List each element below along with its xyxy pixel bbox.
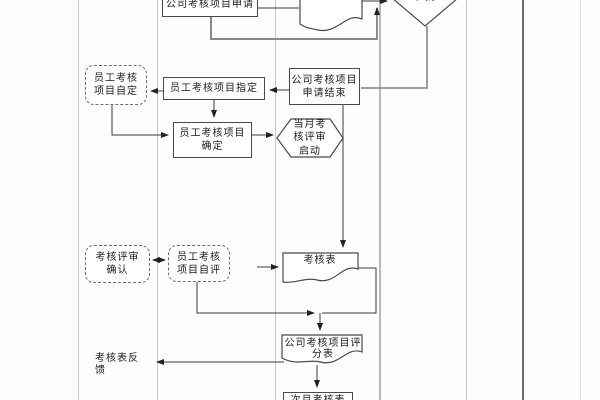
node-assessment-form-label: 考核表: [303, 254, 337, 266]
connector-apply-feedback-loop: [210, 7, 380, 40]
node-month-review-start-label: 当月考 核评审 启动: [293, 118, 327, 157]
connector-self-define-to-confirm: [111, 105, 169, 138]
document-shape-top: [299, 0, 363, 31]
assessment-form-document-shape: [282, 252, 359, 283]
node-confirm: 员工考核项目 确定: [173, 122, 252, 158]
node-self-eval: 员工考核 项目自评: [168, 245, 230, 282]
node-feedback-label: 考核表反 馈: [95, 353, 139, 376]
approve-diamond-shape: [393, 0, 457, 27]
swimlane-lines: [78, 0, 581, 400]
connector-self-eval-to-junction: [196, 282, 315, 316]
flow-connectors: [111, 0, 428, 388]
node-apply: 公司考核项目申请: [162, 0, 258, 17]
score-form-document-shape: [281, 334, 363, 364]
connector-approve-to-apply-end: [361, 26, 428, 89]
node-self-define: 员工考核 项目自定: [85, 65, 147, 105]
node-apply-end: 公司考核项目 申请结束: [289, 68, 360, 105]
node-review-confirm: 考核评审 确认: [85, 245, 150, 283]
connector-assessment-form-to-junction: [322, 267, 377, 314]
node-assign: 员工考核项目指定: [163, 77, 265, 100]
node-approve-label: 审批: [399, 0, 451, 4]
node-apply-label: 公司考核项目申请: [166, 0, 254, 10]
node-next-month-form: 次月考核表: [283, 392, 353, 400]
node-score-form-label: 公司考核项目评 分表: [284, 338, 362, 360]
